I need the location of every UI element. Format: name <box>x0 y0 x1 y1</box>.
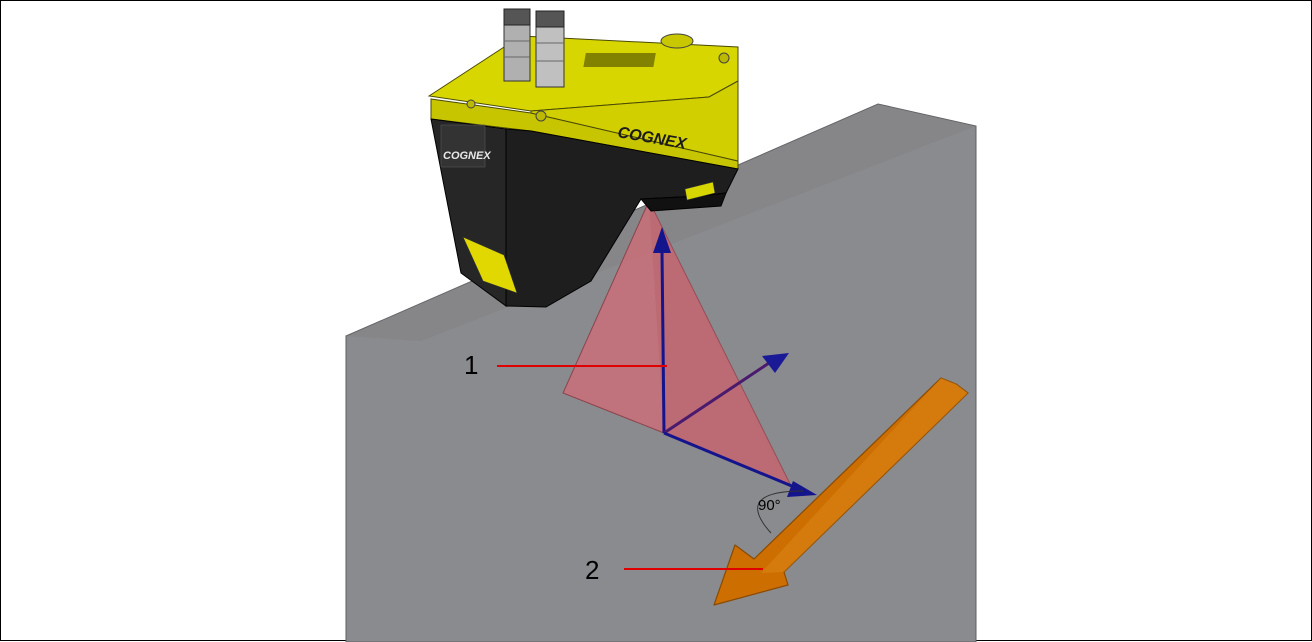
callout-2-label: 2 <box>585 555 599 585</box>
x-axis <box>663 431 800 491</box>
z-axis-arrowhead <box>653 227 671 253</box>
side-brand-label: COGNEX <box>443 150 491 162</box>
laser-sensor: COGNEX COGNEX <box>427 8 739 308</box>
callout-1-label: 1 <box>464 350 478 380</box>
callout-2: 2 <box>585 555 763 585</box>
z-axis <box>660 250 666 434</box>
coordinate-axes <box>653 227 817 497</box>
angle-label: 90° <box>758 497 781 514</box>
right-angle-marker: 90° <box>757 490 804 534</box>
cable-connectors <box>503 8 565 88</box>
travel-direction-arrow <box>713 377 969 606</box>
y-axis <box>663 361 770 435</box>
callout-1: 1 <box>464 350 667 380</box>
y-axis-arrowhead <box>762 353 789 373</box>
x-axis-arrowhead <box>787 481 817 497</box>
